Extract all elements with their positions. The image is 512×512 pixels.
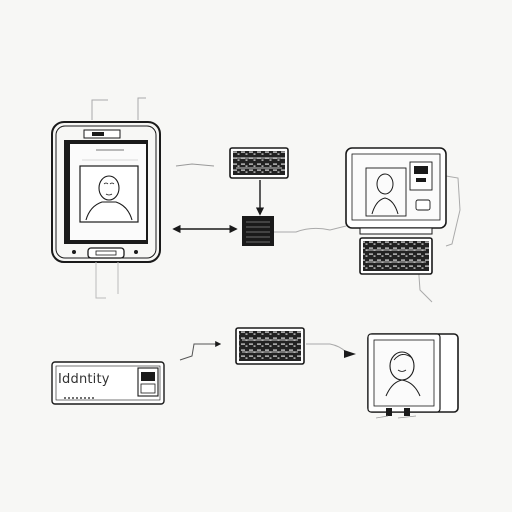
connector-port-icon	[344, 350, 356, 358]
identity-card-label: Iddntity	[58, 372, 110, 387]
circuit-module-icon	[359, 237, 433, 275]
connection-lines	[172, 163, 461, 303]
portrait-icon	[79, 165, 139, 223]
monitor-device-icon	[345, 147, 447, 235]
monitor-device-icon	[367, 333, 459, 419]
id-card-icon	[51, 361, 165, 405]
circuit-module-icon	[235, 327, 305, 365]
processor-chip-icon	[242, 216, 274, 246]
circuit-module-icon	[229, 147, 289, 179]
